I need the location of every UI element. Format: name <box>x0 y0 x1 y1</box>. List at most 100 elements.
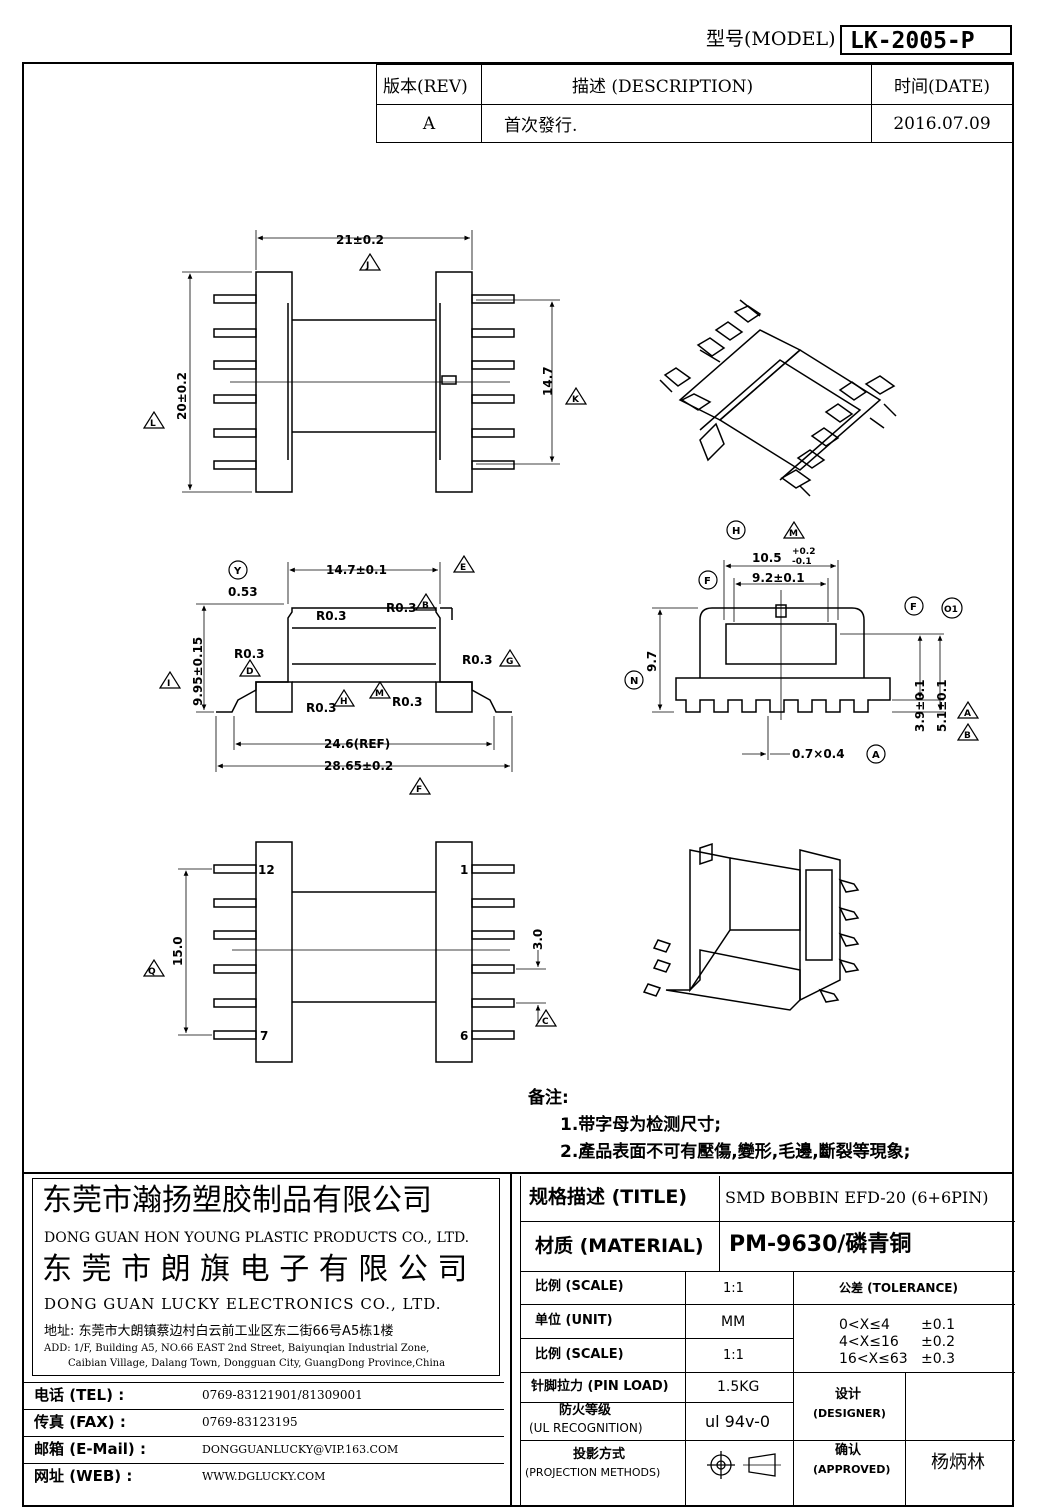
dim-bottom-total: 15.0 <box>171 936 185 966</box>
marker-N: N <box>624 670 644 690</box>
dim-side-offset: 0.53 <box>228 585 258 599</box>
tol-range-2: 4<X≤16 <box>839 1334 899 1350</box>
marker-G: G <box>498 648 522 667</box>
model-value-box: LK-2005-P <box>840 25 1012 55</box>
pinload-value: 1.5KG <box>717 1379 760 1395</box>
dim-r-bottom2: R0.3 <box>392 695 423 709</box>
marker-H2: H <box>726 520 746 540</box>
front-view <box>652 560 944 760</box>
dim-front-width: 10.5 <box>752 551 782 565</box>
dim-r-bottom1: R0.3 <box>306 701 337 715</box>
ul-label-2: (UL RECOGNITION) <box>529 1421 643 1435</box>
svg-text:Y: Y <box>233 566 242 577</box>
svg-text:A: A <box>872 750 880 761</box>
dim-r-left2: R0.3 <box>234 647 265 661</box>
svg-text:M: M <box>375 689 384 699</box>
marker-A: A <box>866 744 886 764</box>
svg-text:Q: Q <box>148 967 156 977</box>
model-label: 型号(MODEL) <box>706 28 836 50</box>
svg-text:I: I <box>167 679 170 689</box>
svg-text:J: J <box>365 261 369 271</box>
pin-label-1: 1 <box>460 863 468 877</box>
dim-side-inner: 14.7±0.1 <box>326 563 387 577</box>
marker-F3: F <box>904 596 924 616</box>
company-address-en-1: ADD: 1/F, Building A5, NO.66 EAST 2nd St… <box>44 1343 430 1354</box>
dim-r-top: R0.3 <box>386 601 417 615</box>
marker-E: E <box>452 554 476 573</box>
dim-front-h1: 3.9±0.1 <box>913 679 927 732</box>
bottom-view <box>178 841 546 1063</box>
drawing-frame <box>22 62 1014 1507</box>
tol-value-2: ±0.2 <box>921 1334 955 1350</box>
marker-M2: M <box>782 520 806 539</box>
svg-text:L: L <box>150 419 156 429</box>
dim-top-inner: 14.7 <box>541 366 555 396</box>
scale2-value: 1:1 <box>723 1348 744 1363</box>
scale-label: 比例 (SCALE) <box>535 1279 624 1294</box>
ul-value: ul 94v-0 <box>705 1412 771 1431</box>
dim-side-total: 28.65±0.2 <box>324 759 393 773</box>
company-name-2-en: DONG GUAN LUCKY ELECTRONICS CO., LTD. <box>44 1295 442 1313</box>
technical-drawing: 21±0.2 20±0.2 14.7 14.7±0.1 0.53 9.95±0.… <box>142 230 980 1063</box>
svg-text:D: D <box>246 667 253 677</box>
svg-text:B: B <box>964 731 971 741</box>
fax-label: 传真 (FAX) : <box>34 1413 126 1431</box>
date-header: 时间(DATE) <box>871 64 1013 105</box>
projection-label-2: (PROJECTION METHODS) <box>525 1466 661 1479</box>
tol-value-3: ±0.3 <box>921 1351 955 1367</box>
email-label: 邮箱 (E-Mail) : <box>34 1440 146 1458</box>
marker-K: K <box>564 386 588 405</box>
dim-side-height: 9.95±0.15 <box>191 637 205 706</box>
notes-title: 备注: <box>528 1088 569 1108</box>
svg-text:E: E <box>460 563 466 573</box>
email-value[interactable]: DONGGUANLUCKY@VIP.163.COM <box>202 1443 399 1456</box>
tolerance-label: 公差 (TOLERANCE) <box>839 1281 958 1295</box>
tol-range-1: 0<X≤4 <box>839 1317 890 1333</box>
svg-text:G: G <box>506 657 513 667</box>
svg-text:O1: O1 <box>944 605 958 615</box>
spec-block: 规格描述 (TITLE) SMD BOBBIN EFD-20 (6+6PIN) … <box>520 1176 1015 1507</box>
scale2-label: 比例 (SCALE) <box>535 1347 624 1362</box>
isometric-view-bottom <box>642 842 860 1011</box>
unit-label: 单位 (UNIT) <box>535 1313 613 1328</box>
designer-label-1: 设计 <box>835 1387 862 1402</box>
dim-front-inner: 9.2±0.1 <box>752 571 805 585</box>
note-1: 1.带字母为检测尺寸; <box>560 1115 722 1135</box>
material-value: PM-9630/磷青铜 <box>729 1232 912 1257</box>
marker-J: J <box>358 252 382 271</box>
model-value: LK-2005-P <box>850 28 975 54</box>
svg-text:M: M <box>789 529 798 539</box>
title-label: 规格描述 (TITLE) <box>529 1186 688 1208</box>
title-block-line <box>22 1172 1014 1174</box>
marker-O1: O1 <box>941 597 963 619</box>
ul-label-1: 防火等级 <box>559 1403 612 1418</box>
dim-bottom-pitch: 3.0 <box>531 929 545 950</box>
designer-label-2: (DESIGNER) <box>813 1407 886 1420</box>
material-label: 材质 (MATERIAL) <box>535 1235 704 1257</box>
marker-B2: B <box>956 722 980 741</box>
marker-A2: A <box>956 700 980 719</box>
dim-front-tol-plus: +0.2 <box>792 547 815 557</box>
company-name-1-en: DONG GUAN HON YOUNG PLASTIC PRODUCTS CO.… <box>44 1230 470 1246</box>
unit-value: MM <box>721 1314 746 1330</box>
top-view-pins <box>213 294 515 470</box>
company-name-2-cn: 东 莞 市 朗 旗 电 子 有 限 公 司 <box>42 1252 468 1287</box>
marker-C: C <box>534 1008 558 1027</box>
pinload-label: 针脚拉力 (PIN LOAD) <box>531 1379 669 1394</box>
dim-top-width: 21±0.2 <box>336 233 384 247</box>
marker-Y: Y <box>228 560 248 580</box>
svg-text:F: F <box>704 576 711 587</box>
svg-text:H: H <box>340 697 348 707</box>
svg-text:A: A <box>964 709 971 719</box>
rev-header: 版本(REV) <box>376 64 482 105</box>
dim-front-tol-minus: -0.1 <box>792 557 812 567</box>
projection-symbol-icon <box>707 1451 781 1479</box>
dim-r-right: R0.3 <box>462 653 493 667</box>
tel-label: 电话 (TEL) : <box>34 1386 125 1404</box>
company-divider <box>510 1174 512 1507</box>
tel-value: 0769-83121901/81309001 <box>202 1388 363 1402</box>
svg-text:B: B <box>422 601 429 611</box>
top-view <box>182 230 560 493</box>
web-value[interactable]: WWW.DGLUCKY.COM <box>202 1470 326 1483</box>
dim-front-pin: 0.7×0.4 <box>792 747 845 761</box>
